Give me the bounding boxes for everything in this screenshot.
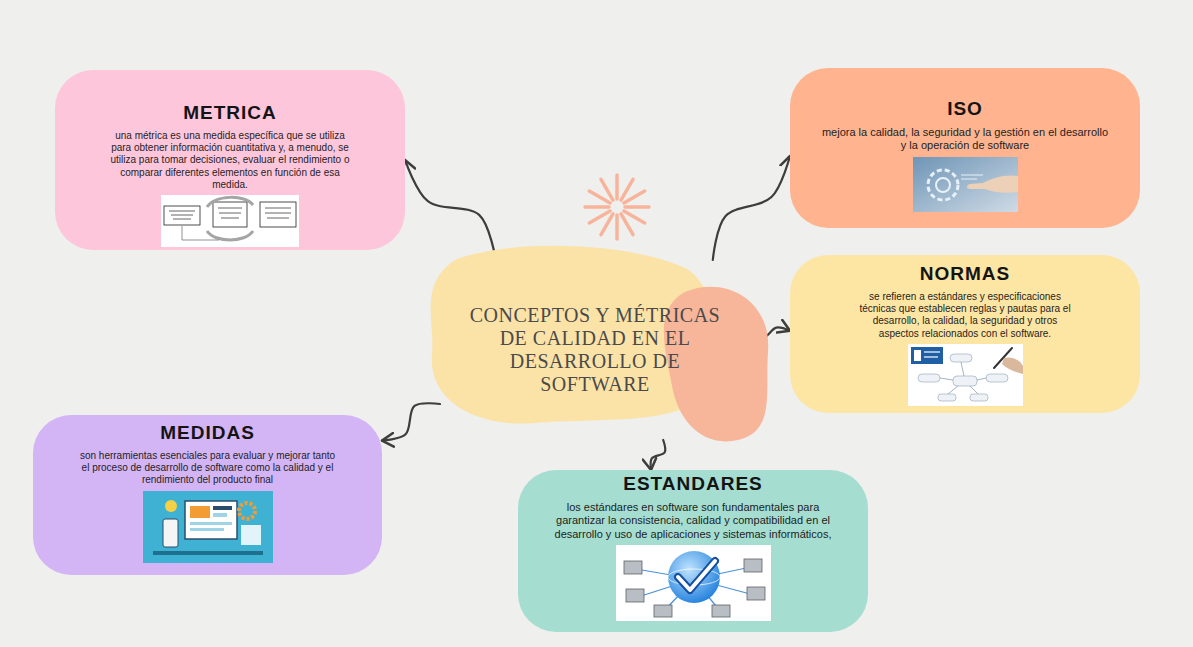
curved-arrow (405, 160, 496, 260)
concept-box: ESTANDARES los estándares en software son… (518, 470, 868, 632)
curved-arrow (651, 440, 666, 470)
box-title: METRICA (183, 102, 277, 124)
measurement-illustration (143, 491, 273, 563)
central-topic-node: CONCEPTOS Y MÉTRICAS DE CALIDAD EN EL DE… (440, 260, 750, 440)
box-description: se refieren a estándares y especificacio… (854, 291, 1076, 340)
concept-box: NORMAS se refieren a estándares y especif… (790, 255, 1140, 413)
curved-arrow (382, 403, 440, 440)
box-description: son herramientas esenciales para evaluar… (75, 450, 340, 487)
quality-globe-illustration (616, 545, 771, 621)
central-topic: CONCEPTOS Y MÉTRICAS DE CALIDAD EN EL DE… (461, 304, 729, 396)
box-title: ESTANDARES (623, 473, 763, 495)
box-title: NORMAS (920, 263, 1010, 285)
box-title: MEDIDAS (160, 422, 255, 444)
curved-arrow (713, 156, 790, 260)
box-description: mejora la calidad, la seguridad y la ges… (820, 126, 1110, 153)
iso-20000-illustration (908, 344, 1023, 406)
quality-control-illustration (913, 157, 1018, 212)
concept-box: MEDIDAS son herramientas esenciales para … (33, 415, 382, 575)
box-description: los estándares en software son fundament… (543, 501, 843, 541)
concept-box: ISO mejora la calidad, la seguridad y la … (790, 68, 1140, 228)
box-description: una métrica es una medida específica que… (106, 130, 354, 191)
metric-cycle-illustration (161, 195, 299, 247)
box-title: ISO (947, 98, 983, 120)
concept-box: METRICA una métrica es una medida específ… (55, 70, 405, 250)
